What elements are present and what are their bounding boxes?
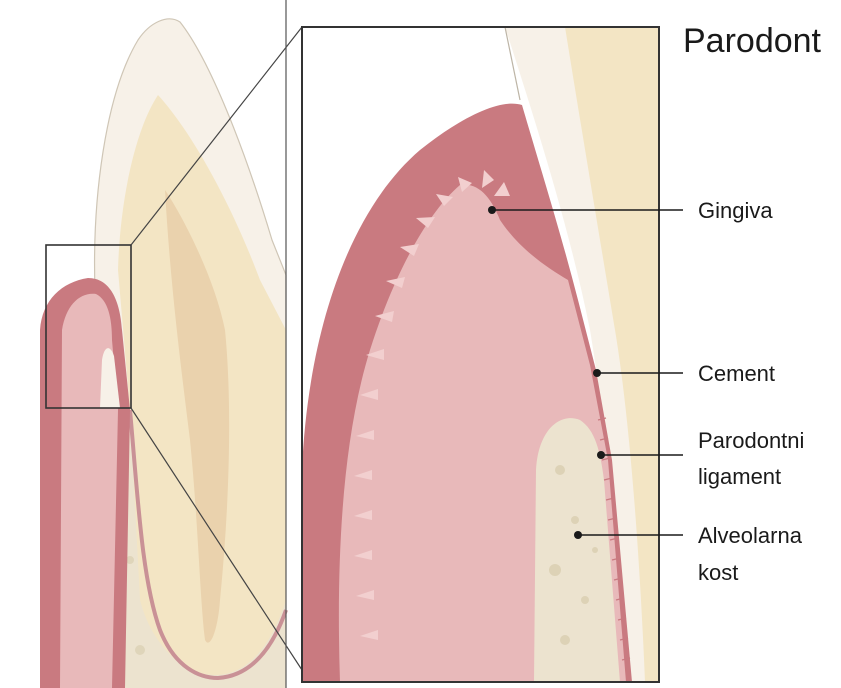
label-cement-text: Cement (698, 361, 775, 386)
diagram-title: Parodont (683, 22, 822, 60)
detail-view (302, 27, 659, 682)
label-bone-text-line1: Alveolarna (698, 523, 803, 548)
label-ligament-text-line2: ligament (698, 464, 781, 489)
label-ligament-text-line1: Parodontni (698, 428, 804, 453)
tooth-overview (40, 0, 302, 688)
label-gingiva-text: Gingiva (698, 198, 773, 223)
label-bone-text-line2: kost (698, 560, 738, 585)
